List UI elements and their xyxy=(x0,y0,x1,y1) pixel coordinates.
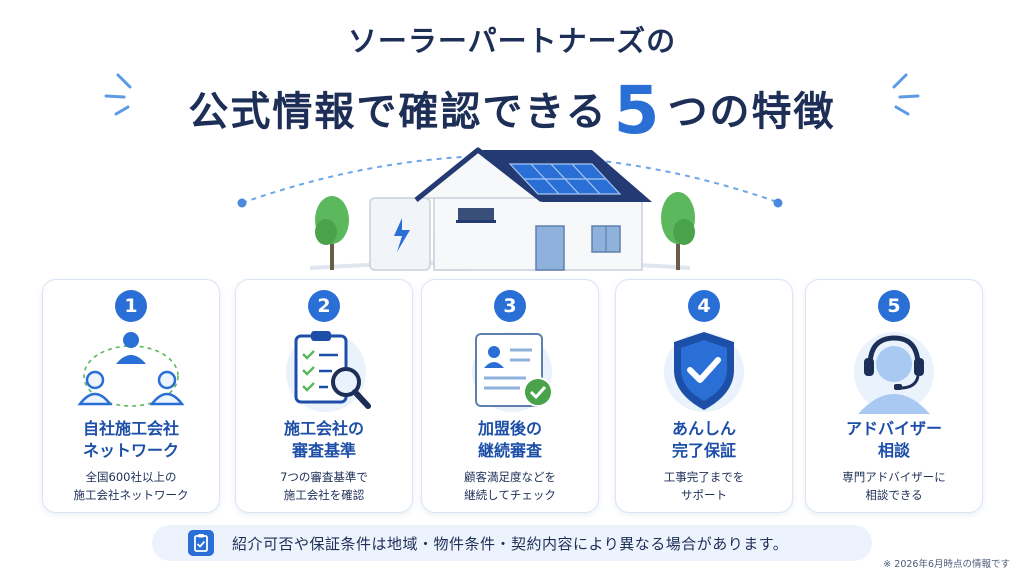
feature-number-badge: 5 xyxy=(878,290,910,322)
tree-left-icon xyxy=(315,196,349,270)
headset-advisor-icon xyxy=(854,332,934,414)
house-illustration xyxy=(237,147,783,271)
tree-right-icon xyxy=(661,192,695,270)
disclaimer-bar: 紹介可否や保証条件は地域・物件条件・契約内容により異なる場合があります。 xyxy=(152,525,872,561)
title-prefix: 公式情報で確認できる xyxy=(188,89,608,135)
feature-number-badge: 3 xyxy=(494,290,526,322)
feature-title: 施工会社の審査基準 xyxy=(283,419,364,460)
feature-number-badge: 1 xyxy=(115,290,147,322)
title-suffix: つの特徴 xyxy=(667,89,836,135)
feature-card-4: 4 あんしん完了保証 工事完了までをサポート xyxy=(615,279,793,513)
feature-number-badge: 2 xyxy=(308,290,340,322)
footnote: ※ 2026年6月時点の情報です xyxy=(883,559,1010,570)
feature-description: 専門アドバイザーに相談できる xyxy=(842,470,946,502)
feature-description: 顧客満足度などを継続してチェック xyxy=(464,470,556,502)
title-number: 5 xyxy=(613,72,662,149)
feature-card-5: 5 アドバイザー相談 専門アドバイザーに相談できる xyxy=(805,279,983,513)
clipboard-check-icon xyxy=(188,530,214,556)
disclaimer-text: 紹介可否や保証条件は地域・物件条件・契約内容により異なる場合があります。 xyxy=(232,535,789,553)
feature-number-badge: 4 xyxy=(688,290,720,322)
feature-card-3: 3 加盟後の継続審査 顧客満足度などを継続してチェック xyxy=(421,279,599,513)
feature-title: あんしん完了保証 xyxy=(671,419,736,460)
feature-description: 7つの審査基準で施工会社を確認 xyxy=(280,470,368,502)
feature-description: 工事完了までをサポート xyxy=(663,470,745,502)
sparkle-right-icon xyxy=(892,73,920,116)
feature-title: アドバイザー相談 xyxy=(845,419,942,460)
page-title-line1: ソーラーパートナーズの xyxy=(347,24,677,58)
feature-card-1: 1 自社施工会社ネットワーク 全国600社以上の施工会社ネットワーク xyxy=(42,279,220,513)
feature-title: 加盟後の継続審査 xyxy=(477,419,542,460)
profile-document-check-icon xyxy=(472,332,553,412)
feature-card-2: 2 施工会社の審査基準 7つの審査基準で施工会社を確認 xyxy=(235,279,413,513)
sparkle-left-icon xyxy=(104,73,132,116)
network-people-icon xyxy=(77,332,185,407)
solar-panel-icon xyxy=(508,163,622,195)
feature-description: 全国600社以上の施工会社ネットワーク xyxy=(73,470,189,502)
feature-title: 自社施工会社ネットワーク xyxy=(82,419,179,460)
clipboard-magnifier-icon xyxy=(286,331,371,412)
shield-check-icon xyxy=(664,332,744,412)
